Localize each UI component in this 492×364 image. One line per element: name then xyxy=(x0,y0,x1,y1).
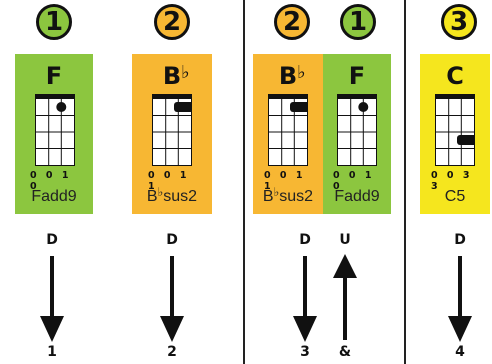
chord-subname: Fadd9 xyxy=(31,188,77,205)
strum-label-3: D xyxy=(299,232,311,248)
chord-card-bb: B♭ 0 0 1 1 B♭sus2 xyxy=(132,54,212,214)
down-arrow-icon xyxy=(40,256,64,342)
beat-number-4: 4 xyxy=(455,344,465,360)
strum-label-2: D xyxy=(166,232,178,248)
chord-card-c: C 0 0 3 3 C5 xyxy=(420,54,490,214)
fingering-numbers: 0 0 3 3 xyxy=(431,170,473,192)
chord-name: F xyxy=(45,62,63,90)
chord-name: F xyxy=(348,62,366,90)
chord-diagram xyxy=(268,94,308,166)
b-letter: B xyxy=(262,188,274,205)
down-arrow-icon xyxy=(448,256,472,342)
flat-symbol: ♭ xyxy=(273,185,280,199)
fingering-numbers: 0 0 1 1 xyxy=(148,170,190,192)
beat-number-1: 1 xyxy=(47,344,57,360)
chord-subname: B♭sus2 xyxy=(132,185,212,206)
chord-diagram xyxy=(435,94,475,166)
beat-number-2: 2 xyxy=(167,344,177,360)
beat-number-3: 3 xyxy=(300,344,310,360)
flat-symbol: ♭ xyxy=(297,62,306,83)
measure-divider-1 xyxy=(243,0,245,364)
chord-diagram xyxy=(337,94,377,166)
down-arrow-icon xyxy=(293,256,317,342)
chord-subname: Fadd9 xyxy=(334,188,380,205)
flat-symbol: ♭ xyxy=(157,185,164,199)
fretboard-grid-icon xyxy=(36,99,74,165)
chord-name: B♭ xyxy=(253,62,323,90)
strum-label-5: D xyxy=(454,232,466,248)
chord-subname: C5 xyxy=(444,188,466,205)
chord-name: C xyxy=(446,62,464,90)
fretboard-grid-icon xyxy=(436,99,474,165)
chord-card-f: F 0 0 1 0 Fadd9 xyxy=(15,54,93,214)
fretboard-grid-icon xyxy=(269,99,307,165)
chord-letter: B xyxy=(278,62,298,90)
fretboard-grid-icon xyxy=(153,99,191,165)
chord-subname-text: sus2 xyxy=(163,188,198,205)
strum-label-1: D xyxy=(46,232,58,248)
finger-circle-2: 2 xyxy=(154,4,190,40)
fingering-numbers: 0 0 1 1 xyxy=(264,170,306,192)
finger-circle-1: 1 xyxy=(36,4,72,40)
b-letter: B xyxy=(146,188,158,205)
up-arrow-icon xyxy=(333,254,357,340)
chord-diagram xyxy=(152,94,192,166)
beat-number-and: & xyxy=(338,344,352,360)
chord-card-bb-2: B♭ 0 0 1 1 B♭sus2 xyxy=(253,54,323,214)
measure-divider-2 xyxy=(404,0,406,364)
flat-symbol: ♭ xyxy=(181,62,190,83)
fingering-numbers: 0 0 1 0 xyxy=(333,170,375,192)
chord-subname: B♭sus2 xyxy=(253,185,323,206)
fretboard-grid-icon xyxy=(338,99,376,165)
finger-circle-5: 3 xyxy=(441,4,477,40)
chord-diagram xyxy=(35,94,75,166)
finger-circle-4: 1 xyxy=(340,4,376,40)
chord-letter: B xyxy=(162,62,182,90)
down-arrow-icon xyxy=(160,256,184,342)
finger-circle-3: 2 xyxy=(274,4,310,40)
chord-subname-text: sus2 xyxy=(279,188,314,205)
fingering-numbers: 0 0 1 0 xyxy=(30,170,72,192)
strum-label-4: U xyxy=(339,232,351,248)
chord-name: B♭ xyxy=(132,62,212,90)
chord-card-f-2: F 0 0 1 0 Fadd9 xyxy=(323,54,391,214)
